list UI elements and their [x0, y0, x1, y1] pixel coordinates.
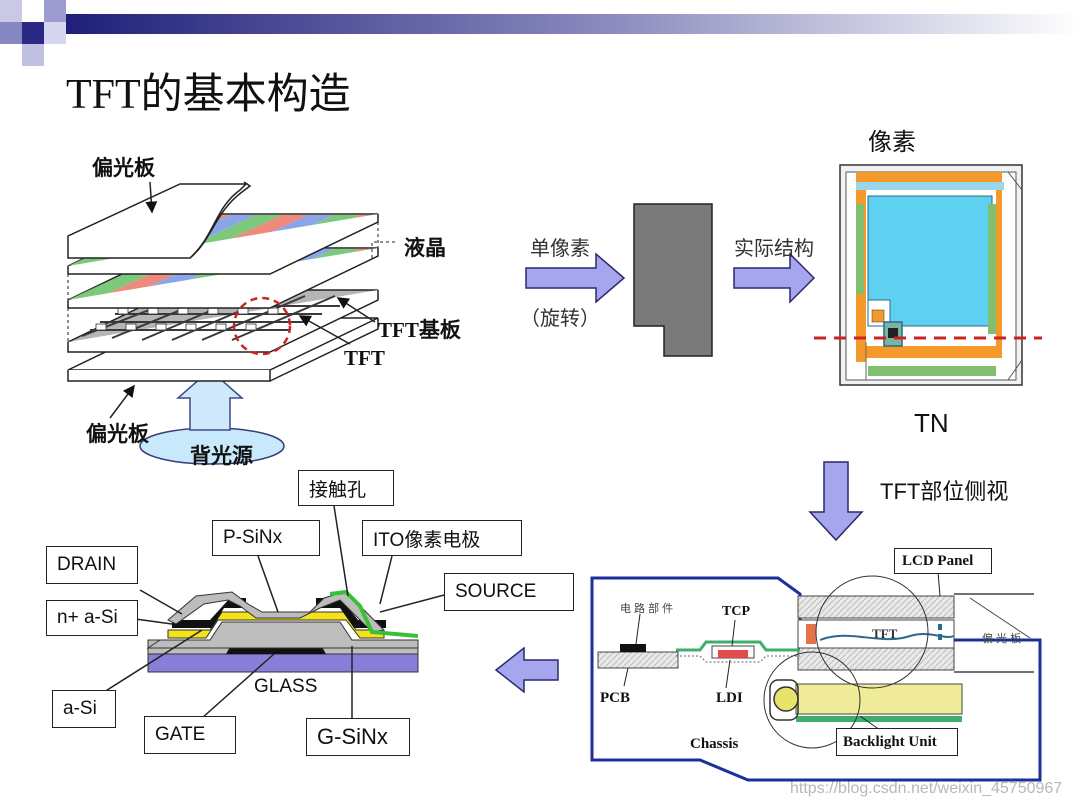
- glass-substrate: [147, 651, 419, 673]
- label-module-polarizer: 偏 光 板: [982, 633, 1022, 645]
- label-module-tft: TFT: [872, 626, 898, 641]
- pcb-board: [597, 651, 679, 669]
- header-decoration: [0, 0, 1080, 66]
- label-gate: GATE: [144, 716, 236, 754]
- label-polarizer-top: 偏光板: [92, 157, 155, 180]
- arrow-down-side-view: [808, 461, 864, 542]
- label-pixel: 像素: [868, 129, 916, 156]
- label-pcb: PCB: [600, 690, 630, 706]
- label-ito: ITO像素电极: [362, 520, 522, 556]
- ldi-chip: [718, 650, 748, 658]
- drain-metal: [172, 598, 246, 628]
- label-backlight-unit: Backlight Unit: [836, 728, 958, 756]
- label-g-sinx: G-SiNx: [306, 718, 410, 756]
- arrow-to-actual-structure: [733, 252, 816, 304]
- label-ldi: LDI: [716, 690, 743, 706]
- single-pixel-shape: [633, 203, 713, 357]
- layer-stack-illustration: [67, 181, 395, 465]
- tft-highlight-circle: [232, 296, 292, 356]
- label-tcp: TCP: [722, 604, 750, 619]
- label-contact-hole: 接触孔: [298, 470, 394, 506]
- backlight-light-guide: [795, 683, 963, 715]
- label-drain: DRAIN: [46, 546, 138, 584]
- label-glass: GLASS: [254, 676, 318, 697]
- watermark: https://blog.csdn.net/weixin_45750967: [790, 780, 1063, 797]
- label-lcd-panel: LCD Panel: [894, 548, 992, 574]
- label-rotate: （旋转）: [520, 308, 600, 330]
- label-a-si: a-Si: [52, 690, 116, 728]
- ito-electrode: [329, 589, 419, 638]
- arrow-to-single-pixel: [525, 252, 626, 304]
- label-circuit-parts: 电 路 部 件: [620, 603, 674, 615]
- label-tft-side-view: TFT部位侧视: [880, 479, 1009, 504]
- label-liquid-crystal: 液晶: [404, 237, 446, 260]
- label-n-plus-asi: n+ a-Si: [46, 600, 138, 636]
- arrow-left-to-cross-section: [494, 646, 559, 694]
- label-actual-structure: 实际结构: [734, 238, 814, 260]
- tft-cross-section: [103, 505, 449, 720]
- pixel-structure: [814, 164, 1042, 386]
- label-single-pixel: 单像素: [530, 238, 590, 260]
- backlight-arrow: [176, 369, 244, 431]
- label-polarizer-bottom: 偏光板: [86, 423, 149, 446]
- label-source: SOURCE: [444, 573, 574, 611]
- tcp-film: [676, 640, 800, 652]
- label-tn: TN: [914, 408, 949, 438]
- label-chassis: Chassis: [690, 736, 739, 752]
- label-p-sinx: P-SiNx: [212, 520, 320, 556]
- slide-title: TFT的基本构造: [66, 72, 351, 118]
- label-tft-substrate: TFT基板: [378, 318, 461, 342]
- label-backlight: 背光源: [190, 445, 253, 468]
- label-tft: TFT: [344, 346, 385, 370]
